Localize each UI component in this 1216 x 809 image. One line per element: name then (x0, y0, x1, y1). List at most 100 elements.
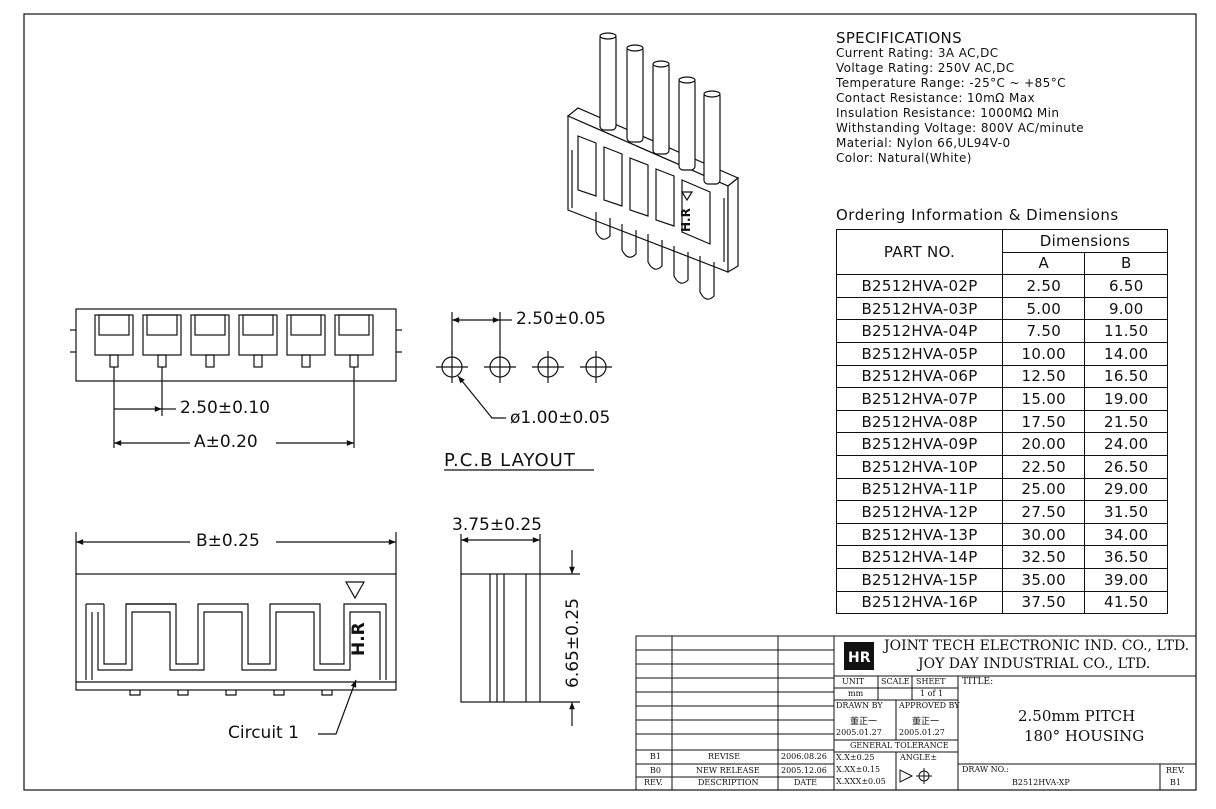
specifications-title: SPECIFICATIONS (836, 29, 962, 47)
dim-b-cell: 24.00 (1084, 432, 1168, 456)
scale-label: SCALE (881, 677, 910, 686)
company-name-2: JOY DAY INDUSTRIAL CO., LTD. (918, 656, 1151, 672)
sheet-border (23, 13, 1197, 791)
dim-b-cell: 9.00 (1084, 296, 1168, 321)
drawing-title-line-1: 2.50mm PITCH (1018, 707, 1136, 725)
drawn-date: 2005.01.27 (836, 728, 882, 737)
dim-a-cell: 27.50 (1001, 500, 1086, 524)
dim-a-cell: 12.50 (1001, 364, 1086, 389)
ordering-title: Ordering Information & Dimensions (836, 206, 1119, 224)
dim-b-cell: 39.00 (1084, 567, 1168, 592)
general-tolerance-label: GENERAL TOLERANCE (850, 741, 949, 750)
part-no-cell: B2512HVA-03P (836, 296, 1003, 321)
header-a: A (1001, 251, 1086, 276)
dim-b-cell: 21.50 (1084, 409, 1168, 434)
part-no-cell: B2512HVA-04P (836, 319, 1003, 343)
dim-a-cell: 2.50 (1001, 274, 1086, 298)
isometric-view: H.R (566, 32, 740, 300)
part-no-cell: B2512HVA-07P (836, 387, 1003, 411)
description-header: DESCRIPTION (698, 778, 759, 787)
tolerance-3: X.XXX±0.05 (836, 777, 886, 786)
part-no-cell: B2512HVA-11P (836, 477, 1003, 502)
tolerance-1: X.X±0.25 (836, 753, 875, 762)
header-dimensions: Dimensions (1002, 229, 1168, 253)
sheet-label: SHEET (916, 677, 946, 686)
dim-a-cell: 10.00 (1001, 341, 1086, 366)
part-no-cell: B2512HVA-14P (836, 545, 1003, 569)
approved-by-label: APPROVED BY (899, 701, 960, 710)
spec-line: Material: Nylon 66,UL94V-0 (836, 136, 1011, 150)
company-name-1: JOINT TECH ELECTRONIC IND. CO., LTD. (884, 638, 1190, 654)
dim-b-cell: 26.50 (1084, 454, 1168, 479)
part-no-cell: B2512HVA-12P (836, 500, 1003, 524)
revision-rev: B1 (650, 752, 661, 761)
table-header-row: PART NO. Dimensions (836, 228, 1168, 276)
part-no-cell: B2512HVA-02P (836, 274, 1003, 298)
tolerance-2: X.XX±0.15 (836, 765, 881, 774)
sheet-value: 1 of 1 (920, 689, 944, 698)
rev-header: REV. (644, 778, 663, 787)
part-no-cell: B2512HVA-15P (836, 567, 1003, 592)
dim-b-cell: 36.50 (1084, 545, 1168, 569)
a-dimension: A±0.20 (194, 432, 258, 452)
spec-line: Voltage Rating: 250V AC,DC (836, 61, 1015, 75)
part-no-cell: B2512HVA-08P (836, 409, 1003, 434)
dim-a-cell: 15.00 (1001, 387, 1086, 411)
angle-label: ANGLE± (900, 753, 938, 762)
part-no-cell: B2512HVA-10P (836, 454, 1003, 479)
part-no-cell: B2512HVA-13P (836, 522, 1003, 547)
dim-a-cell: 30.00 (1001, 522, 1086, 547)
pcb-pitch-dimension: 2.50±0.05 (516, 309, 606, 329)
dim-a-cell: 7.50 (1001, 319, 1086, 343)
dim-a-cell: 37.50 (1001, 590, 1086, 615)
dim-b-cell: 34.00 (1084, 522, 1168, 547)
header-part-no: PART NO. (836, 228, 1003, 276)
dim-b-cell: 31.50 (1084, 500, 1168, 524)
unit-value: mm (848, 689, 864, 698)
part-no-cell: B2512HVA-06P (836, 364, 1003, 389)
front-brand-mark: H.R (349, 622, 369, 656)
dim-a-cell: 35.00 (1001, 567, 1086, 592)
spec-line: Contact Resistance: 10mΩ Max (836, 91, 1035, 105)
title-label: TITLE: (962, 677, 994, 687)
revision-date: 2006.08.26 (781, 752, 827, 761)
rev-value-right: B1 (1170, 778, 1181, 787)
dim-b-cell: 29.00 (1084, 477, 1168, 502)
unit-label: UNIT (842, 677, 865, 686)
dim-b-cell: 11.50 (1084, 319, 1168, 343)
spec-line: Withstanding Voltage: 800V AC/minute (836, 121, 1085, 135)
dim-b-cell: 41.50 (1084, 590, 1168, 615)
dim-a-cell: 17.50 (1001, 409, 1086, 434)
dim-a-cell: 25.00 (1001, 477, 1086, 502)
revision-desc: REVISE (708, 752, 741, 761)
spec-line: Temperature Range: -25°C ~ +85°C (836, 76, 1066, 90)
header-b: B (1084, 251, 1168, 276)
spec-line: Color: Natural(White) (836, 151, 972, 165)
drawing-title-line-2: 180° HOUSING (1024, 727, 1145, 745)
svg-text:HR: HR (848, 650, 871, 666)
depth-dimension: 3.75±0.25 (452, 515, 542, 535)
dim-b-cell: 14.00 (1084, 341, 1168, 366)
side-view (460, 534, 580, 726)
table-header-row: A B (837, 251, 1168, 276)
dim-a-cell: 20.00 (1001, 432, 1086, 456)
spec-line: Current Rating: 3A AC,DC (836, 46, 999, 60)
drawn-by-label: DRAWN BY (836, 701, 883, 710)
height-dimension: 6.65±0.25 (563, 598, 583, 688)
front-view (75, 532, 397, 735)
company-logo: HR (844, 642, 874, 670)
date-header: DATE (794, 778, 817, 787)
hole-diameter-dimension: ø1.00±0.05 (510, 408, 611, 428)
pitch-dimension: 2.50±0.10 (180, 398, 270, 418)
